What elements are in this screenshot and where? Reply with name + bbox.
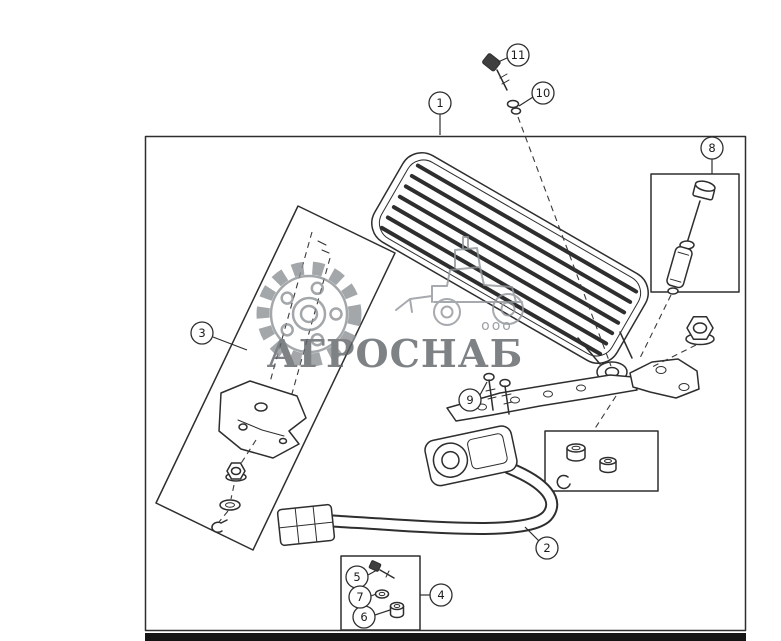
tractor-icon [395, 236, 524, 326]
sensor-cable-core [328, 463, 557, 533]
svg-text:10: 10 [536, 86, 551, 100]
bracket [218, 380, 307, 459]
gear-icon [256, 261, 362, 367]
svg-text:9: 9 [466, 393, 473, 407]
fastener-marks [317, 240, 330, 254]
svg-text:11: 11 [511, 48, 526, 62]
snap-ring [556, 474, 571, 490]
pivot-bolt [482, 53, 510, 91]
cable-connector [276, 503, 336, 547]
svg-text:3: 3 [198, 326, 205, 340]
bushings-box [544, 430, 659, 492]
nut-leader-dashed [649, 344, 697, 369]
bracket-box [155, 205, 396, 551]
callout-3: 3 [190, 321, 248, 351]
watermark-prefix: ооо [481, 318, 513, 334]
callout-2: 2 [524, 526, 559, 560]
strut-box [650, 173, 740, 295]
callout-8: 8 [700, 136, 724, 174]
bottom-edge-bar [145, 633, 746, 641]
small-bolt [368, 560, 395, 579]
svg-text:1: 1 [436, 96, 443, 110]
callout-1: 1 [428, 91, 452, 135]
grommet [389, 601, 405, 619]
callout-4: 4 [420, 583, 453, 607]
callout-6: 6 [352, 605, 391, 629]
callout-10: 10 [518, 81, 555, 107]
watermark: ооо АГРОСНАБ [256, 236, 524, 376]
strut [666, 180, 716, 295]
svg-text:8: 8 [708, 141, 715, 155]
mounting-plate [446, 358, 700, 422]
svg-text:2: 2 [543, 541, 550, 555]
position-sensor [424, 425, 518, 487]
svg-text:4: 4 [437, 588, 444, 602]
callout-7: 7 [348, 585, 377, 609]
pivot-bushing-a [566, 443, 586, 462]
mounting-screws [483, 372, 513, 415]
bracket-washer [219, 499, 241, 511]
pivot-bushing-b [599, 456, 617, 474]
flange-nut [685, 315, 715, 346]
svg-text:6: 6 [360, 610, 367, 624]
watermark-name: АГРОСНАБ [267, 331, 523, 376]
border-frame [144, 135, 747, 632]
bushing-leader-dashed [593, 395, 617, 431]
svg-text:7: 7 [356, 590, 363, 604]
svg-text:5: 5 [353, 570, 360, 584]
pedal-pad [371, 152, 649, 364]
assembly-axis-dashed-line [517, 116, 612, 367]
bracket-nut [225, 462, 247, 482]
callout-11: 11 [497, 43, 530, 67]
hardware-box [340, 555, 421, 631]
callout-9: 9 [458, 381, 488, 412]
pivot-washer [506, 99, 522, 115]
pedal-ribs [379, 163, 639, 356]
retainer-clip [211, 519, 228, 534]
small-washer [374, 589, 390, 599]
strut-leader-dashed [639, 294, 672, 359]
